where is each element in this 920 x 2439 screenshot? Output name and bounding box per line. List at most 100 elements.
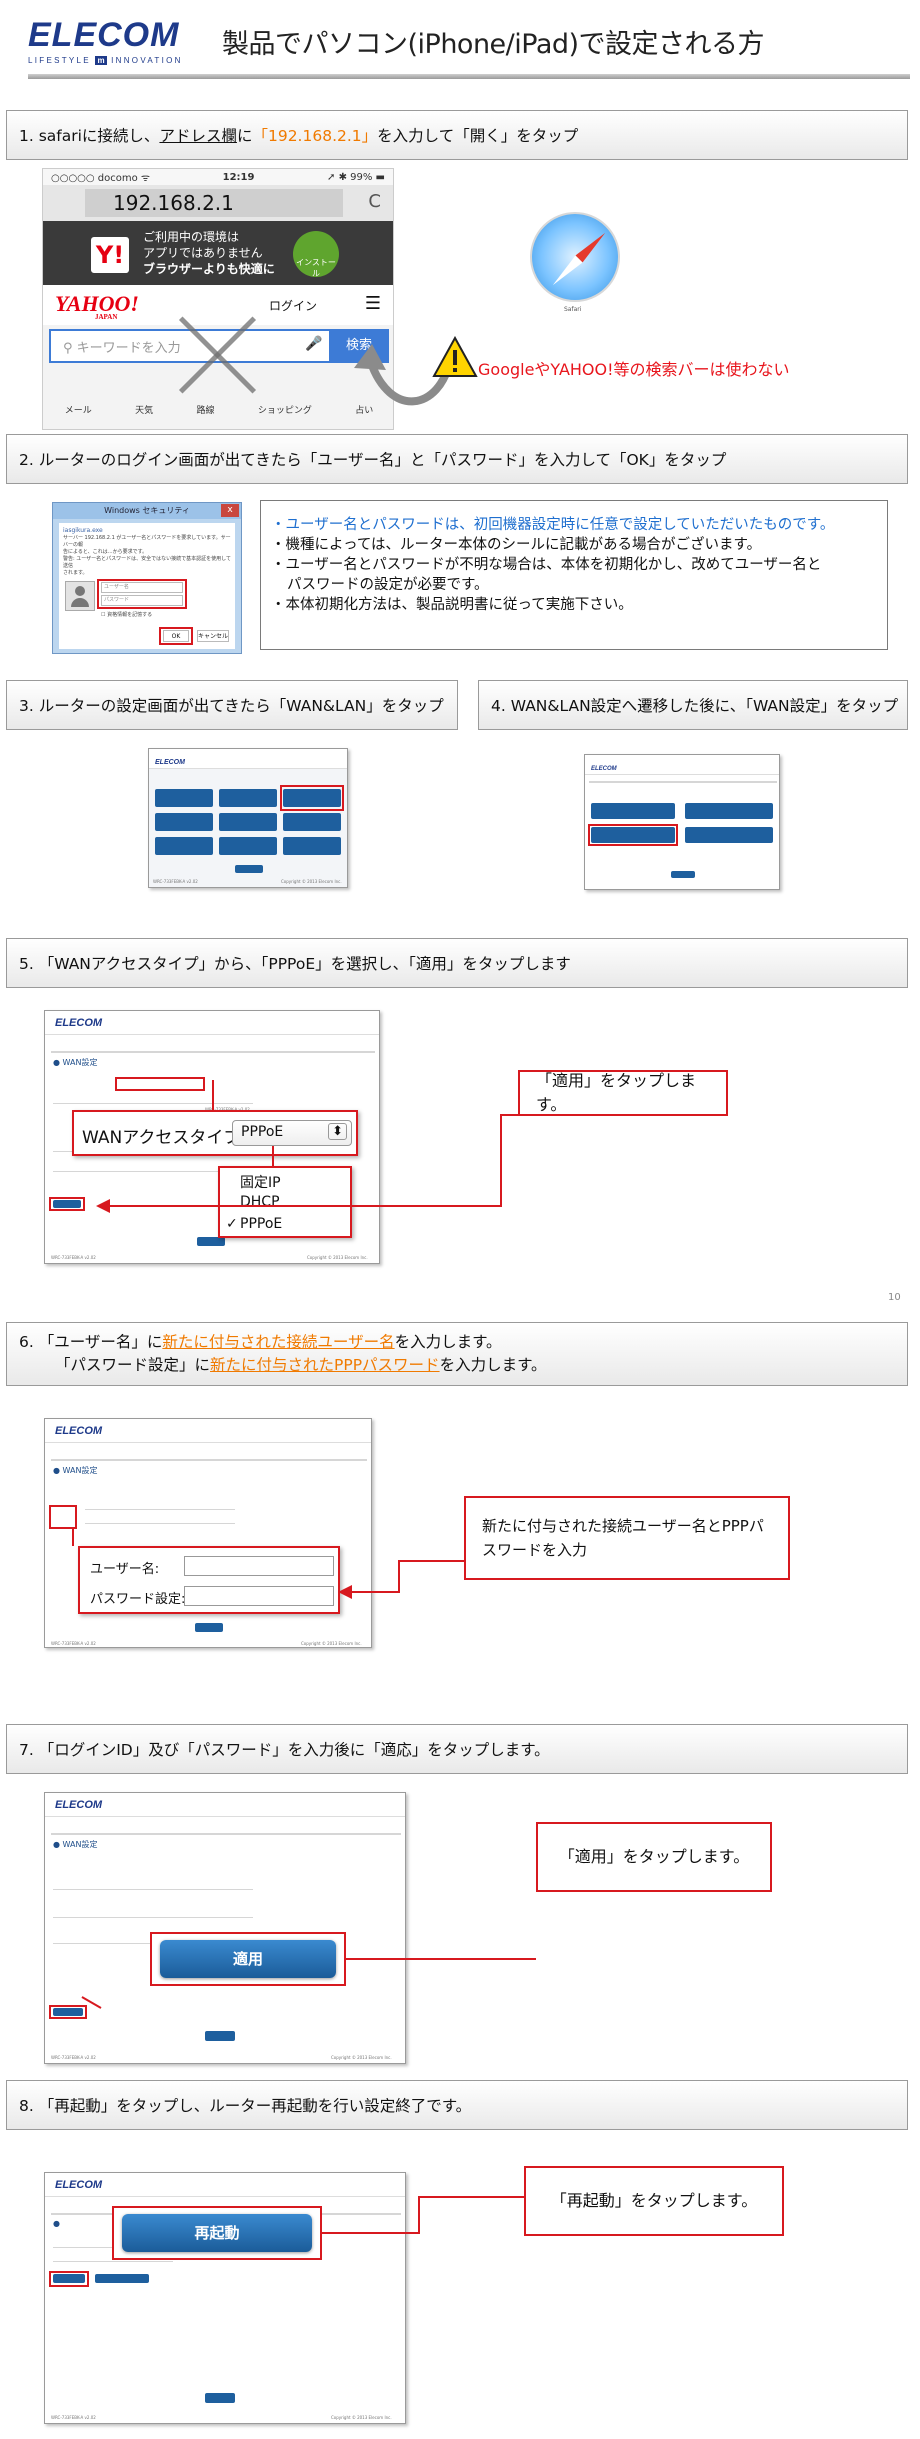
pointer-line	[212, 1080, 214, 1110]
restart-button-highlight	[49, 2271, 89, 2287]
option-static-ip[interactable]: 固定IP	[240, 1175, 281, 1191]
restart-button-large[interactable]: 再起動	[122, 2214, 312, 2252]
apply-button-small[interactable]	[53, 2008, 83, 2016]
back-button[interactable]	[205, 2031, 235, 2041]
install-button[interactable]: インストール	[293, 231, 339, 278]
address-field[interactable]: 192.168.2.1	[85, 189, 343, 217]
yahoo-logo: YAHOO!JAPAN	[55, 291, 139, 321]
wan-access-type-zoom: WANアクセスタイプ: PPPoE ⬍	[72, 1110, 358, 1156]
address-bar[interactable]: 192.168.2.1 C	[43, 185, 393, 221]
wan-lan-tile[interactable]	[283, 789, 341, 807]
step-5-bar: 5. 「WANアクセスタイプ」から、「PPPoE」を選択し、「適用」をタップしま…	[6, 938, 908, 988]
brand-name: ELECOM	[28, 16, 180, 54]
check-icon: ✓	[226, 1216, 238, 1232]
arrowhead-icon	[338, 1585, 352, 1599]
wan-apply-screenshot: ELECOM ● WAN設定 WRC-733FEBK-A v2.02 Copyr…	[44, 1792, 406, 2064]
username-label: ユーザー名:	[90, 1562, 160, 1577]
username-input[interactable]	[184, 1556, 334, 1576]
pointer-line	[110, 1205, 502, 1207]
callout-step-5: 「適用」をタップします。	[518, 1070, 728, 1116]
option-dhcp[interactable]: DHCP	[240, 1194, 280, 1210]
callout-step-7: 「適用」をタップします。	[536, 1822, 772, 1892]
password-input[interactable]	[184, 1586, 334, 1606]
dialog-title: Windows セキュリティ	[53, 503, 241, 519]
ok-button[interactable]: OK	[163, 630, 189, 642]
pointer-line	[352, 1591, 400, 1593]
menu-icon[interactable]: ☰	[364, 293, 381, 314]
shortcut-train[interactable]: 路線	[196, 406, 215, 416]
apply-zoom: 適用	[150, 1932, 346, 1986]
warning-icon	[432, 336, 478, 377]
apply-button[interactable]	[195, 1623, 223, 1632]
login-notes: ・ユーザー名とパスワードは、初回機器設定時に任意で設定していただいたものです。 …	[260, 500, 888, 650]
callout-step-6: 新たに付与された接続ユーザー名とPPPパスワードを入力	[464, 1496, 790, 1580]
wan-access-label: WANアクセスタイプ:	[82, 1128, 247, 1148]
login-link[interactable]: ログイン	[269, 299, 318, 313]
prohibited-cross-icon	[171, 309, 263, 401]
apply-button-highlight	[49, 1197, 85, 1211]
settings-changed-heading: ●	[53, 2219, 60, 2228]
page-number: 10	[888, 1292, 901, 1303]
shortcut-mail[interactable]: メール	[64, 406, 92, 416]
step-3-bar: 3. ルーターの設定画面が出てきたら「WAN&LAN」をタップ	[6, 680, 458, 730]
option-pppoe[interactable]: PPPoE	[240, 1216, 283, 1232]
close-icon[interactable]: x	[221, 504, 239, 517]
wan-access-select[interactable]: PPPoE ⬍	[232, 1120, 352, 1146]
wan-settings-heading: ● WAN設定	[53, 1840, 98, 1849]
dialog-host: iasgikura.exe	[63, 527, 103, 534]
password-field[interactable]: パスワード	[101, 595, 183, 606]
yahoo-shortcut-icons: メール 天気 路線 ショッピング 占い	[43, 375, 393, 429]
shortcut-shopping[interactable]: ショッピング	[257, 406, 312, 416]
note-line-4: パスワードの設定が必要です。	[287, 577, 489, 593]
pointer-line	[500, 1114, 502, 1206]
header-divider	[28, 74, 910, 79]
step-1-bar: 1. safariに接続し、アドレス欄に「192.168.2.1」を入力して「開…	[6, 110, 908, 160]
arrowhead-icon	[96, 1199, 110, 1213]
ok-highlight	[159, 627, 193, 645]
safari-icon	[530, 212, 620, 302]
login-dialog-screenshot: Windows セキュリティ x iasgikura.exe サーバー 192.…	[52, 502, 242, 654]
app-banner: Y! ご利用中の環境はアプリではありませんブラウザーよりも快適に インストール	[43, 221, 393, 285]
step-6-bar: 6. 「ユーザー名」に新たに付与された接続ユーザー名を入力します。 「パスワード…	[6, 1322, 908, 1386]
note-line-1: ・ユーザー名とパスワードは、初回機器設定時に任意で設定していただいたものです。	[271, 517, 835, 533]
pointer-line	[398, 1560, 464, 1562]
shortcut-weather[interactable]: 天気	[135, 406, 154, 416]
restart-button-small[interactable]	[53, 2274, 85, 2283]
wan-lan-menu-screenshot: ELECOM	[584, 754, 780, 890]
step-8-bar: 8. 「再起動」をタップし、ルーター再起動を行い設定終了です。	[6, 2080, 908, 2130]
wan-settings-heading: ● WAN設定	[53, 1466, 98, 1475]
note-line-2: ・機種によっては、ルーター本体のシールに記載がある場合がございます。	[271, 537, 762, 553]
safari-caption: Safari	[564, 306, 582, 313]
callout-step-8: 「再起動」をタップします。	[524, 2166, 784, 2236]
credential-rows-highlight	[49, 1505, 77, 1529]
apply-button[interactable]	[53, 1200, 81, 1208]
credentials-highlight	[97, 579, 187, 609]
pointer-line	[72, 1528, 74, 1546]
back-button[interactable]	[197, 1237, 225, 1246]
later-button[interactable]	[95, 2274, 149, 2283]
warning-text: GoogleやYAHOO!等の検索バーは使わない	[478, 360, 790, 379]
apply-button-large[interactable]: 適用	[160, 1940, 336, 1978]
wan-settings-tile[interactable]	[591, 827, 675, 843]
back-button[interactable]	[205, 2393, 235, 2403]
pointer-line	[418, 2196, 526, 2198]
wan-lan-highlight	[280, 785, 344, 811]
wan-type-row-highlight	[115, 1077, 205, 1091]
remember-checkbox[interactable]: ☐ 資格情報を記憶する	[101, 612, 153, 618]
search-placeholder: ⚲ キーワードを入力	[63, 341, 181, 356]
router-home-screenshot: ELECOM WRC-733FEBK-A v2.02 Copyright © 2…	[148, 748, 348, 888]
cancel-button[interactable]: キャンセル	[197, 630, 229, 642]
select-arrows-icon[interactable]: ⬍	[328, 1123, 347, 1140]
pointer-line	[272, 1146, 274, 1166]
brand-tagline: LIFESTYLE m INNOVATION	[28, 56, 183, 65]
reload-icon[interactable]: C	[368, 191, 381, 212]
wan-type-options: 固定IP DHCP ✓ PPPoE	[218, 1166, 352, 1238]
step-4-bar: 4. WAN&LAN設定へ遷移した後に、「WAN設定」をタップ	[478, 680, 908, 730]
mic-icon[interactable]: 🎤	[305, 336, 323, 352]
credentials-zoom: ユーザー名: パスワード設定:	[78, 1546, 340, 1614]
wan-settings-heading: ● WAN設定	[53, 1058, 98, 1067]
yahoo-app-icon: Y!	[91, 237, 129, 273]
shortcut-fortune[interactable]: 占い	[355, 406, 374, 416]
username-field[interactable]: ユーザー名	[101, 582, 183, 593]
